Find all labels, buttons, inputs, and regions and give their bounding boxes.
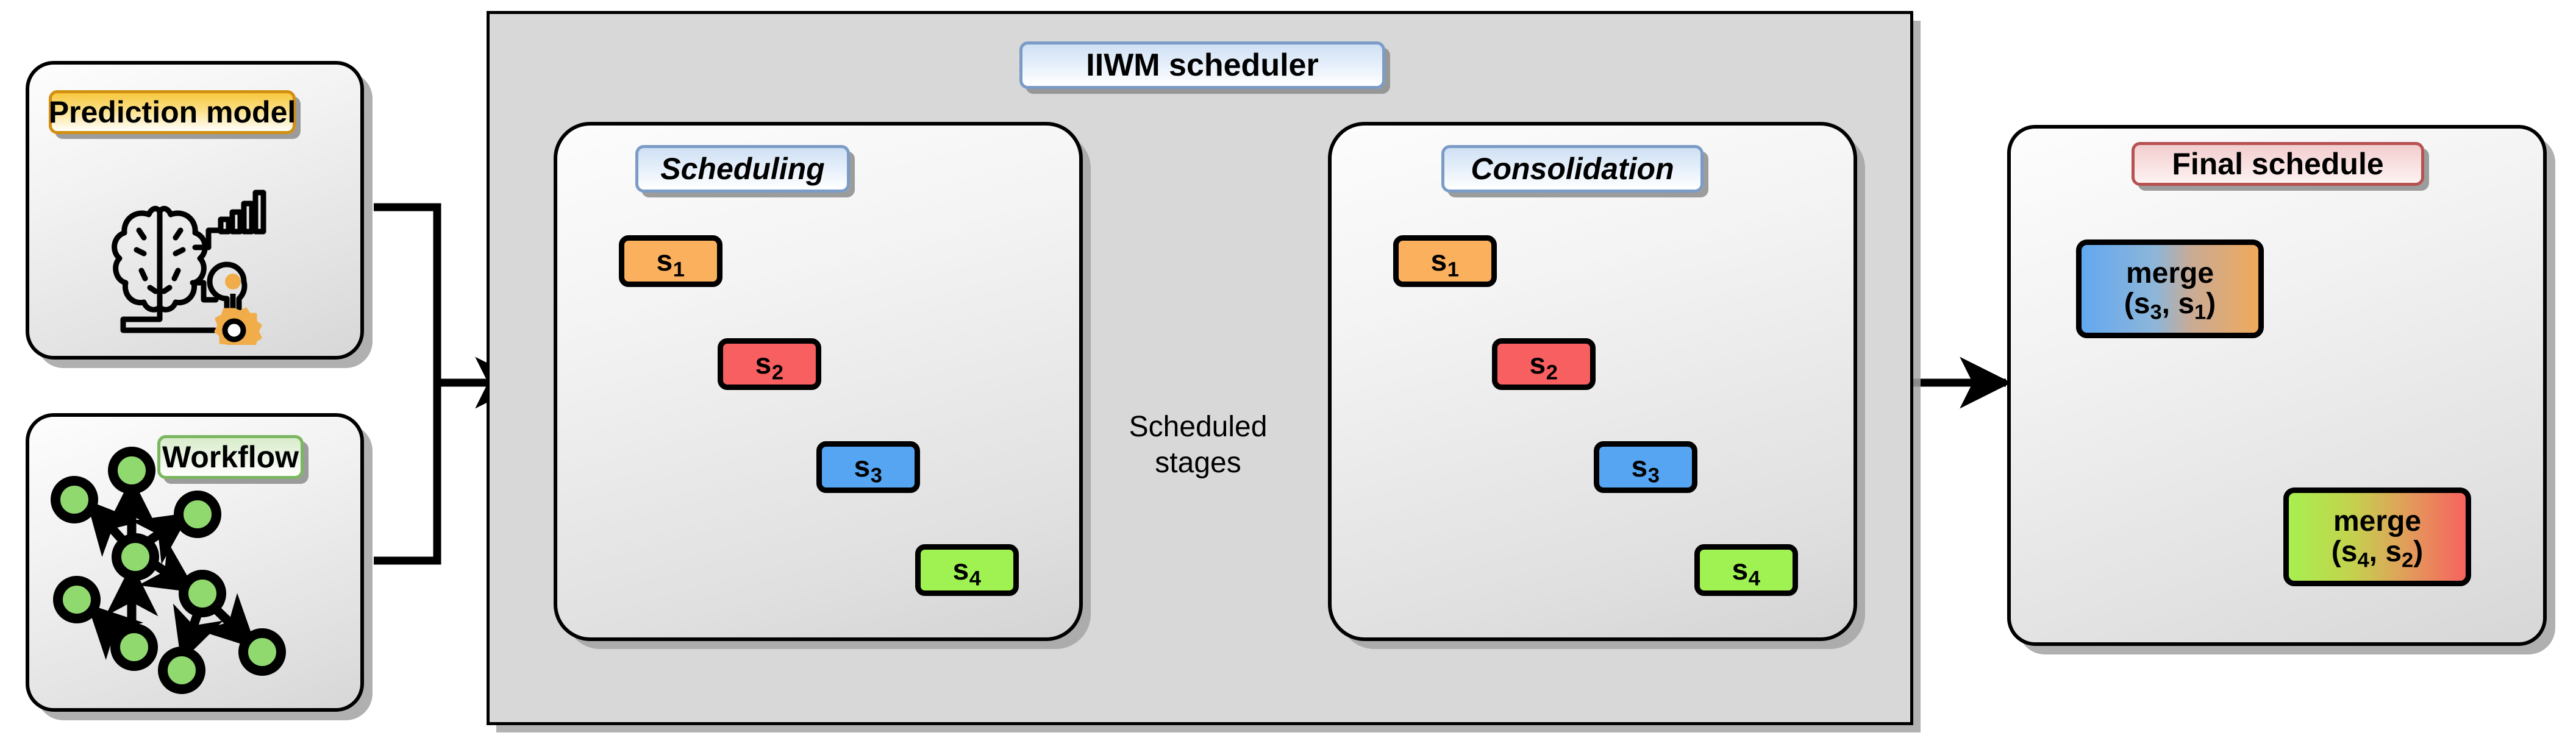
dag-graph-icon <box>51 447 286 694</box>
stage-sub-2: 2 <box>1546 361 1558 385</box>
scheduled-stages-line2: stages <box>1155 446 1241 479</box>
stage-label-s4: s4 <box>952 554 982 590</box>
stage-sub-1: 1 <box>1447 258 1460 282</box>
stage-sub-4: 4 <box>1748 567 1761 590</box>
brain-chart-bulb-gear-icon <box>112 190 266 345</box>
scheduling-label-pill: Scheduling <box>635 145 850 193</box>
stage-box-s4-consolidation[interactable]: s4 <box>1694 544 1798 596</box>
merge-box-s3-s1[interactable]: merge (s3, s1) <box>2076 239 2264 338</box>
stage-label-s2: s2 <box>1529 348 1558 385</box>
scheduled-stages-line1: Scheduled <box>1129 411 1268 443</box>
stage-box-s3-scheduling[interactable]: s3 <box>816 441 920 493</box>
consolidation-label-pill: Consolidation <box>1441 145 1704 193</box>
stage-label-s1: s1 <box>656 245 685 282</box>
merge-args-s3-s1: (s3, s1) <box>2124 288 2216 324</box>
stage-label-s4: s4 <box>1732 554 1761 590</box>
stage-sub-2: 2 <box>771 361 784 385</box>
stage-label-s1: s1 <box>1430 245 1460 282</box>
iiwm-scheduler-label-pill: IIWM scheduler <box>1019 41 1385 89</box>
consolidation-label: Consolidation <box>1471 152 1674 186</box>
workflow-label-pill: Workflow <box>157 435 304 479</box>
stage-sub-3: 3 <box>1647 464 1660 488</box>
merge-arg1-sub: 3 <box>2150 300 2162 324</box>
workflow-label: Workflow <box>162 440 299 474</box>
stage-label-s2: s2 <box>755 348 784 385</box>
prediction-model-label-pill: Prediction model <box>49 90 296 134</box>
final-schedule-label: Final schedule <box>2172 147 2384 181</box>
merge-arg2-sub: 1 <box>2194 300 2207 324</box>
stage-box-s1-scheduling[interactable]: s1 <box>619 235 722 287</box>
scheduling-label: Scheduling <box>660 152 825 186</box>
merge-box-s4-s2[interactable]: merge (s4, s2) <box>2283 488 2471 586</box>
scheduled-stages-label: Scheduled stages <box>1094 410 1302 481</box>
iiwm-scheduler-label: IIWM scheduler <box>1086 48 1319 83</box>
stage-box-s1-consolidation[interactable]: s1 <box>1393 235 1497 287</box>
stage-box-s3-consolidation[interactable]: s3 <box>1594 441 1697 493</box>
stage-box-s2-scheduling[interactable]: s2 <box>718 338 821 390</box>
workflow-box[interactable]: Workflow <box>26 413 364 712</box>
stage-sub-4: 4 <box>969 567 982 590</box>
merge-arg1-sub: 4 <box>2357 548 2369 572</box>
merge-args-s4-s2: (s4, s2) <box>2331 536 2424 572</box>
prediction-model-box[interactable]: Prediction model <box>26 61 364 360</box>
stage-sub-1: 1 <box>673 258 685 282</box>
prediction-model-label: Prediction model <box>48 95 296 129</box>
stage-label-s3: s3 <box>1631 451 1660 488</box>
merge-title-s3-s1: merge <box>2125 257 2214 289</box>
stage-box-s4-scheduling[interactable]: s4 <box>915 544 1019 596</box>
stage-label-s3: s3 <box>854 451 883 488</box>
stage-sub-3: 3 <box>870 464 883 488</box>
merge-title-s4-s2: merge <box>2333 505 2422 537</box>
merge-arg2-sub: 2 <box>2402 548 2414 572</box>
final-schedule-label-pill: Final schedule <box>2132 142 2424 186</box>
stage-box-s2-consolidation[interactable]: s2 <box>1492 338 1596 390</box>
